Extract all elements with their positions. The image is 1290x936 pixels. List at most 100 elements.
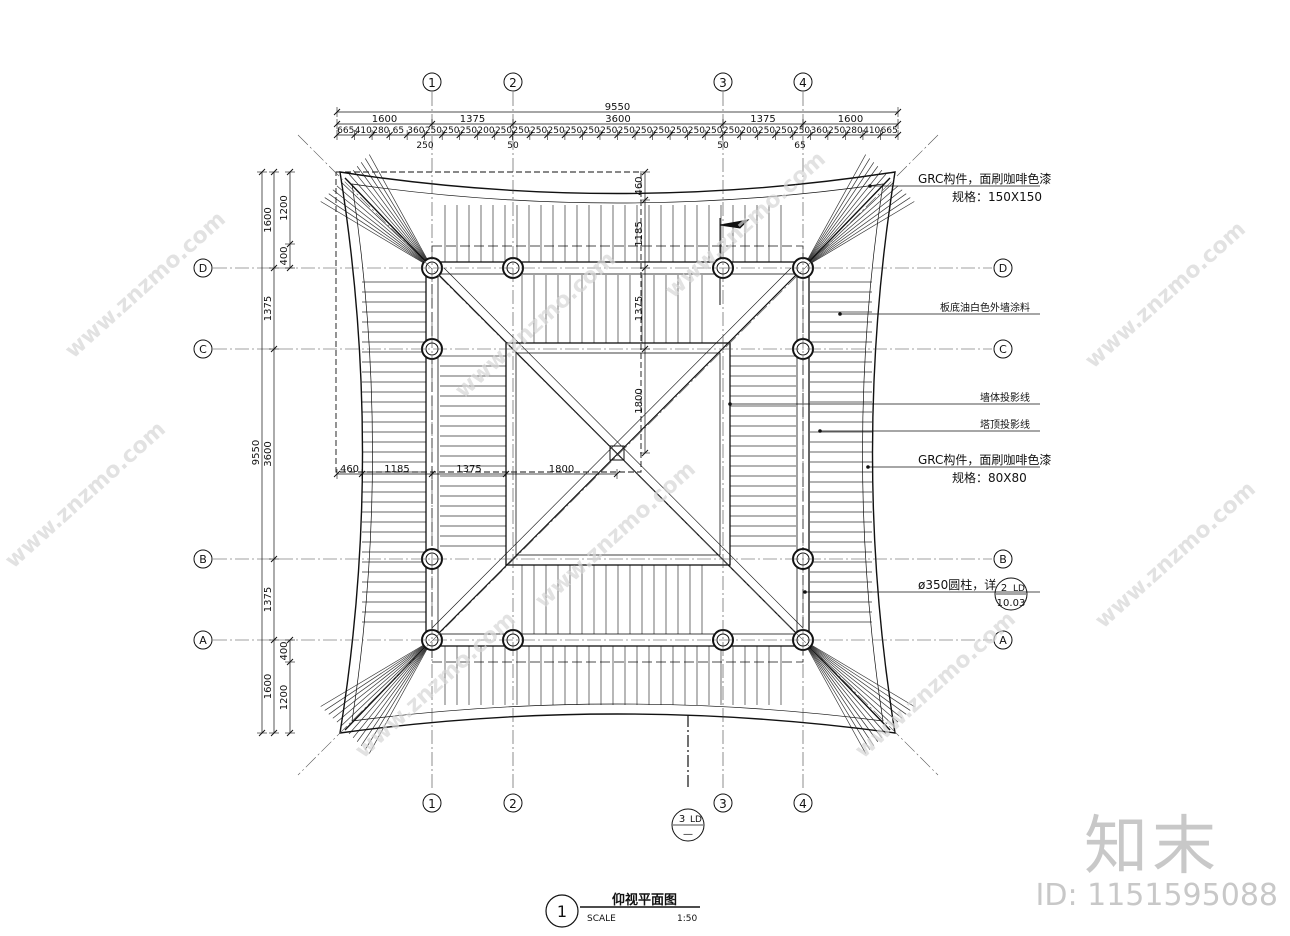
dim-row1-label: 3600 [605,114,630,125]
dim-row2-label: 250 [460,126,477,136]
dim-row2-label: 280 [846,126,863,136]
dim-row2-slash [842,131,849,139]
dim-row1-slash [333,120,341,128]
grid-bubble [503,793,523,813]
leader-dot [818,429,822,433]
grid-bubble [993,549,1013,569]
dim-inner-v-slash [641,449,649,457]
dim-row2-label: 250 [495,126,512,136]
corner-rafter [348,639,433,735]
dim-row2-label: 250 [793,126,810,136]
corner-rafter [328,639,433,715]
dim-row2-slash [614,131,621,139]
dim-inner-h-label: 460 [340,464,359,475]
dim-row2-label: 250 [548,126,565,136]
watermark-brand: 知末 [1084,810,1220,884]
dim-inner-v-label: 460 [634,176,645,195]
dim-left-main-slash [270,168,278,176]
leader-dot [803,590,807,594]
dim-inner-h-slash [333,470,341,478]
dim-row2-slash [877,131,884,139]
section-ref-bubble [671,808,705,842]
grid-bubble [713,793,733,813]
corner-rafter [332,639,433,719]
watermark-site: www.znzmo.com [530,457,700,614]
dim-row2-label: 250 [723,126,740,136]
dim-row2-label: 65 [393,126,404,136]
corner-rafter [802,639,879,742]
dim-row2-slash [736,131,744,139]
corner-rafter [328,193,433,269]
watermark-site: www.znzmo.com [1080,217,1250,374]
dim-row2-slash [789,131,797,139]
grid-label-col-top: 2 [509,76,517,90]
dim-left-sub-top-slash [286,168,294,176]
dim-row3-label: 65 [794,141,805,151]
diagonal-beam [431,267,792,629]
dim-overall-slash [333,108,341,116]
annotation-text: 板底油白色外墙涂料 [940,301,1030,314]
structure-lines [335,171,896,790]
dim-row2-label: 250 [670,126,687,136]
grid-bubble [503,72,523,92]
dim-left-main-label: 1375 [263,296,274,321]
dim-row2-slash [351,131,358,139]
dim-row2-slash [333,131,341,139]
annotation-text: 规格：80X80 [952,470,1027,485]
dim-row2-slash [473,131,481,139]
dim-left-main-slash [270,345,278,353]
corner-rafter [802,639,907,715]
corner-rafter [802,189,903,269]
projection-line [335,171,642,473]
grid-label-col-bottom: 3 [719,797,727,811]
section-ref-num: 3 [679,814,685,825]
dim-inner-v-label: 1375 [634,296,645,321]
corner-rafter [332,189,433,269]
corner-rafter [802,639,883,739]
grid-bubble [422,793,442,813]
dim-row1-slash [894,120,902,128]
dim-row1-slash [799,120,807,128]
grid-label-row-left: B [199,553,207,566]
annotation-text: GRC构件，面刷咖啡色漆 [918,171,1051,186]
dim-row2-label: 200 [740,126,757,136]
dim-row2-label: 250 [530,126,547,136]
corner-rafter [802,162,875,269]
dim-row2-label: 250 [758,126,775,136]
dim-inner-v-label: 1800 [634,388,645,413]
corner-rafter [802,166,879,269]
dim-row2-label: 250 [705,126,722,136]
annotation-text: 塔顶投影线 [980,418,1030,431]
beam-frame-inner [437,273,798,635]
corner-rafter [340,181,433,269]
dim-left-overall-slash [258,168,266,176]
dim-left-overall-slash [258,729,266,737]
opening-inner [515,352,721,556]
dim-row1-slash [719,120,727,128]
dim-left-sub-top-slash [286,240,294,248]
dim-left-sub-top-slash [286,264,294,272]
corner-rafter [320,201,433,269]
dim-inner-h-slash [428,470,436,478]
corner-rafter [364,639,433,750]
grid-label-col-bottom: 1 [428,797,436,811]
annotation-text: GRC构件，面刷咖啡色漆 [918,452,1051,467]
dim-row1-label: 1375 [460,114,485,125]
dim-inner-h-label: 1800 [549,464,574,475]
dim-row2-slash [491,131,499,139]
dim-left-main-slash [270,636,278,644]
detail-ref-bubble [994,577,1028,611]
dim-row2-slash [508,131,516,139]
grid-label-row-right: D [999,262,1007,275]
dim-inner-h-slash [613,470,621,478]
grid-label-row-right: B [999,553,1007,566]
dim-left-main-label: 1600 [263,207,274,232]
corner-rafter [340,639,433,727]
watermark-site: www.znzmo.com [450,247,620,404]
detail-ref-sheet: LD [1013,584,1025,594]
dim-row2-slash [859,131,867,139]
dim-left-sub-bottom-label: 1200 [279,685,290,710]
dim-row2-slash [526,131,534,139]
dim-inner-h-label: 1375 [456,464,481,475]
